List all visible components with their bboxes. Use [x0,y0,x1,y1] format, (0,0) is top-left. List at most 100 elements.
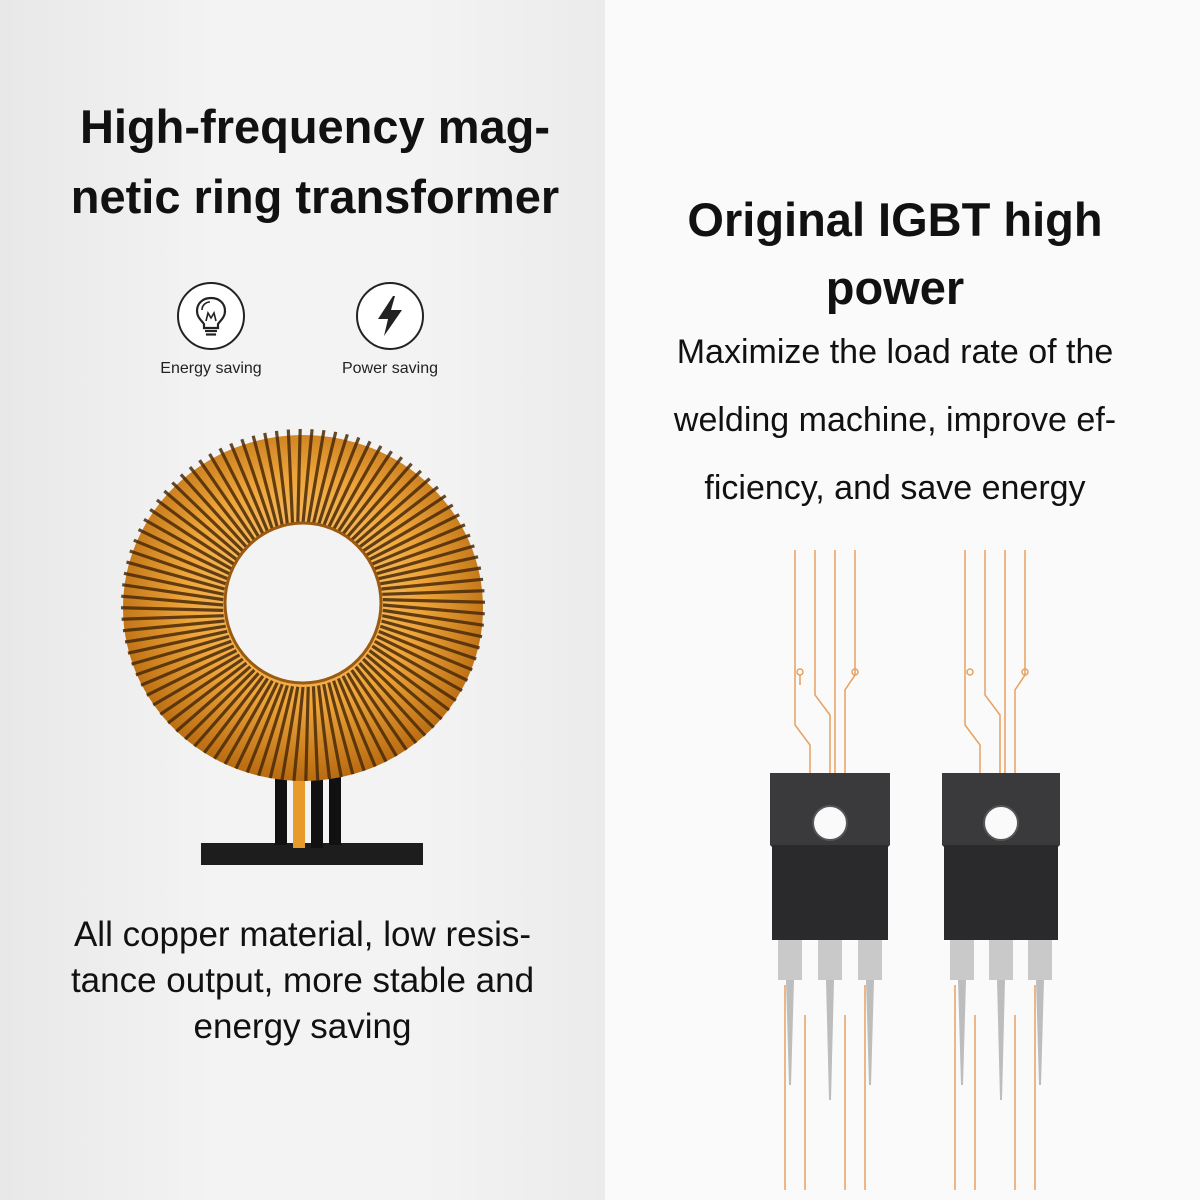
igbt-component-right [942,773,1060,1100]
igbt-desc-line2: welding machine, improve ef- [673,401,1117,439]
feature-power-label: Power saving [341,360,439,377]
winding-stripe [202,675,265,754]
winding-stripe [296,428,302,524]
winding-stripe [382,598,486,604]
feature-energy-saving: Energy saving [126,282,296,378]
transformer-desc-line3: energy saving [193,1007,412,1046]
winding-stripe [240,438,274,530]
winding-stripe [121,583,224,602]
winding-stripe [350,669,408,751]
winding-stripe [301,429,314,524]
winding-stripe [131,634,230,666]
winding-stripe [382,603,485,616]
winding-stripe [121,614,224,621]
winding-stripe [322,683,343,778]
winding-stripe [317,685,332,780]
igbt-title-line1: Original IGBT high [687,193,1103,246]
winding-stripe [274,430,289,525]
winding-stripe [378,555,479,581]
winding-stripe [374,533,471,571]
winding-stripe [378,629,473,672]
transformer-desc-line2: tance output, more stable and [70,961,535,1000]
winding-stripe [234,681,279,770]
winding-stripe [332,680,366,772]
winding-stripe [332,445,383,531]
winding-stripe [381,619,480,650]
winding-stripe [327,440,372,529]
winding-stripe [346,462,413,538]
winding-stripe [350,469,423,542]
winding-stripe [379,624,477,661]
winding-stripe [163,489,241,557]
winding-stripe [337,450,393,533]
winding-stripe [229,442,270,533]
winding-stripe [188,466,252,545]
winding-stripe [376,634,469,682]
winding-stripe [365,653,443,721]
winding-stripe [376,544,475,576]
winding-stripe [167,661,248,725]
winding-stripe [263,432,284,527]
winding-stripe [371,523,466,566]
winding-stripe [126,560,225,591]
winding-stripe [362,657,435,729]
winding-stripe [198,459,256,541]
transformer-title-line2: netic ring transformer [70,170,560,223]
igbt-title: Original IGBT high power [605,186,1185,322]
winding-stripe [382,589,485,596]
winding-stripe [155,498,238,561]
winding-stripe [327,682,355,775]
winding-stripe [306,429,326,524]
toroid-transformer-image [120,428,486,865]
winding-stripe [171,481,244,553]
winding-stripe [317,433,349,526]
winding-stripe [245,683,284,774]
winding-stripe [223,679,274,765]
transformer-title: High-frequency mag- netic ring transform… [30,92,600,232]
circuit-traces [784,550,1036,1190]
winding-stripe [292,686,305,781]
igbt-desc-line3: ficiency, and save energy [704,469,1086,507]
winding-stripe [121,594,224,607]
winding-stripe [311,686,320,781]
winding-stripe [152,653,241,707]
winding-stripe [380,566,482,586]
winding-stripe [341,456,404,535]
winding-stripe [208,453,260,538]
winding-stripe [382,608,485,627]
winding-stripe [193,672,260,748]
winding-stripe [268,685,295,779]
winding-stripe [371,644,457,702]
winding-stripe [123,571,225,596]
winding-stripe [124,624,226,644]
winding-stripe [183,668,256,741]
winding-stripe [365,503,454,557]
winding-stripe [218,447,265,535]
winding-stripe [137,528,230,576]
winding-stripe [368,513,460,561]
transformer-title-line1: High-frequency mag- [79,100,551,153]
winding-stripe [149,508,235,566]
winding-stripe [159,657,244,716]
winding-stripe [122,619,225,633]
feature-energy-label: Energy saving [160,360,262,377]
winding-stripe [341,675,388,763]
feature-power-saving: Power saving [305,282,475,378]
winding-stripe [143,517,233,571]
igbt-component-left [770,773,890,1100]
transformer-desc-line1: All copper material, low resis- [73,915,532,954]
winding-stripe [304,686,310,782]
winding-stripe [120,606,224,612]
winding-stripe [179,473,248,549]
transformer-description: All copper material, low resis- tance ou… [30,912,575,1050]
winding-stripe [135,639,232,677]
igbt-desc-line1: Maximize the load rate of the [676,333,1114,371]
winding-stripe [346,672,398,757]
lightning-bolt-icon [356,282,424,350]
winding-stripe [146,649,238,697]
winding-stripe [354,665,418,744]
winding-stripe [381,614,483,639]
winding-stripe [129,549,227,586]
winding-stripe [133,538,228,581]
lightbulb-icon [177,282,245,350]
